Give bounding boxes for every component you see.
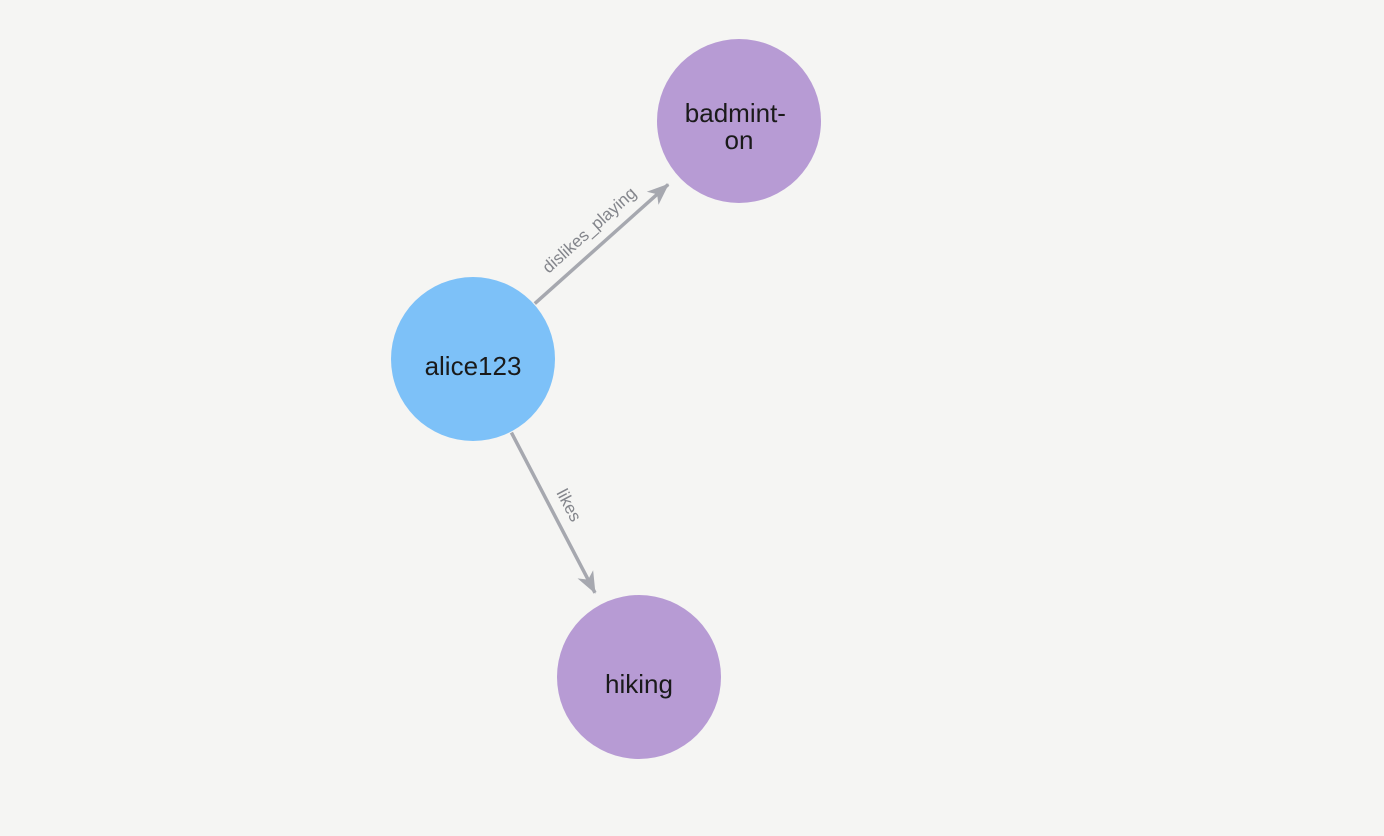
node-label-line: badmint- xyxy=(685,98,786,128)
node-circle[interactable] xyxy=(557,595,721,759)
node-circle[interactable] xyxy=(391,277,555,441)
edge-line[interactable] xyxy=(509,431,597,594)
node-label: hiking xyxy=(605,669,673,699)
edge-line[interactable] xyxy=(533,183,670,305)
node-circle[interactable] xyxy=(657,39,821,203)
node-label: badmint- on xyxy=(685,98,793,155)
node-label-line: on xyxy=(725,125,754,155)
node-badminton[interactable]: badmint- on xyxy=(657,39,821,203)
node-alice123[interactable]: alice123 xyxy=(391,277,555,441)
node-hiking[interactable]: hiking xyxy=(557,595,721,759)
node-label: alice123 xyxy=(425,351,522,381)
